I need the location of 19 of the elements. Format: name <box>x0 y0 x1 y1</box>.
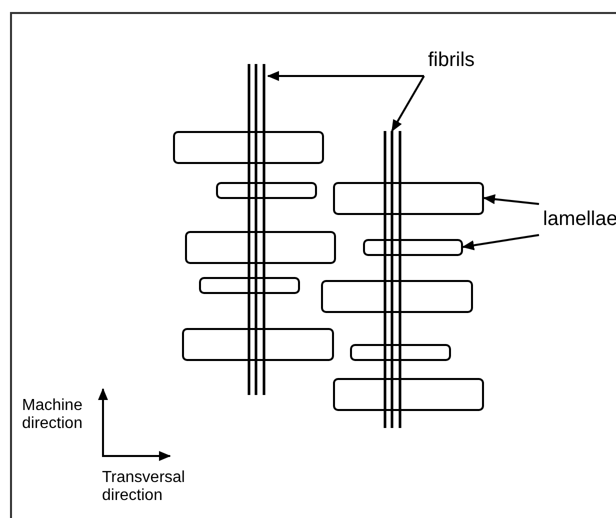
lamella-box <box>185 231 336 264</box>
axis-label: Machine direction <box>22 397 84 434</box>
callout-label: fibrils <box>428 49 475 72</box>
leader-arrow <box>483 194 540 205</box>
fibril-bundle <box>382 131 403 428</box>
leader-arrow <box>462 234 540 250</box>
lamella-box <box>182 328 334 361</box>
lamella-box <box>333 182 484 215</box>
fibril-bundle <box>246 64 268 395</box>
leader-arrow <box>391 76 425 132</box>
lamella-box <box>321 280 473 313</box>
lamella-box <box>216 182 317 199</box>
lamella-box <box>363 239 463 256</box>
lamella-box <box>333 378 484 411</box>
lamella-box <box>173 131 324 164</box>
lamella-box <box>350 344 451 361</box>
lamella-box <box>199 277 300 294</box>
leader-arrow <box>267 71 424 81</box>
axis-label: Transversal direction <box>102 469 186 506</box>
